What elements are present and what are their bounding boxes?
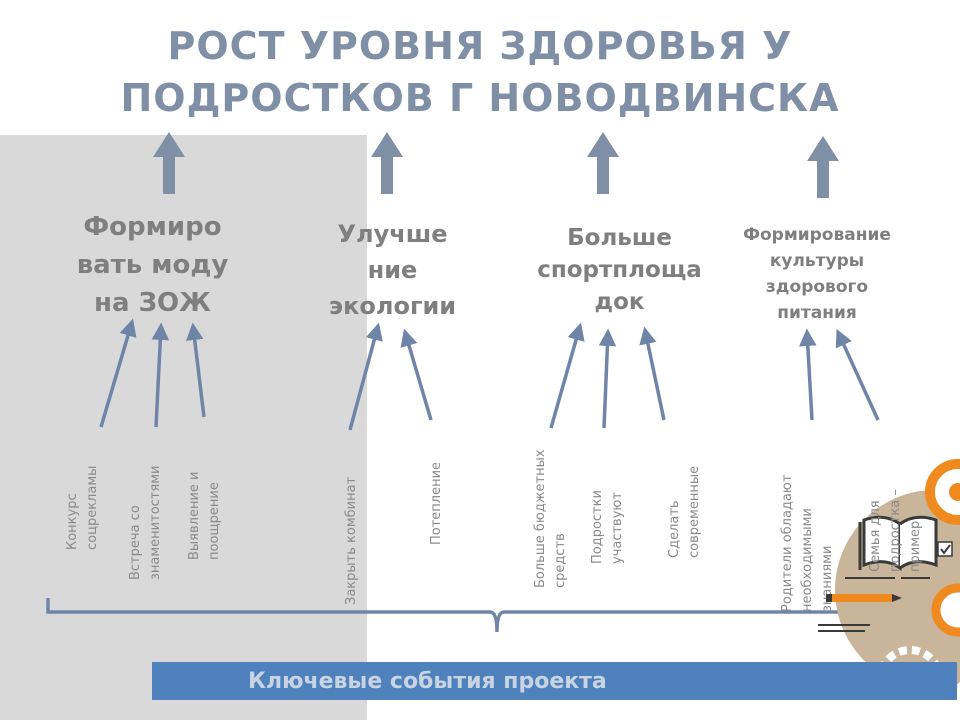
- goal-nutrition-culture: Формирование культуры здорового питания: [722, 222, 912, 326]
- connector-arrow: [598, 328, 617, 429]
- connector-arrow: [835, 328, 880, 421]
- title-line-2: ПОДРОСТКОВ Г НОВОДВИНСКА: [120, 76, 840, 120]
- connector-arrow: [400, 328, 433, 421]
- goal-sports-grounds: Больше спортплоща док: [522, 222, 717, 318]
- event-label: Выявление и поощрение: [185, 440, 225, 561]
- connector-arrow: [639, 326, 666, 421]
- connector-arrow: [151, 322, 170, 428]
- key-events-label: Ключевые события проекта: [248, 669, 607, 694]
- goal-line: Улучше: [337, 220, 448, 248]
- up-arrow-icon: [153, 132, 185, 194]
- goal-ecology: Улучше ние экологии: [305, 216, 480, 324]
- title-line-1: РОСТ УРОВНЯ ЗДОРОВЬЯ У: [167, 24, 793, 68]
- bracket: [46, 598, 957, 633]
- event-line: современные: [687, 465, 702, 558]
- goal-line: на ЗОЖ: [94, 288, 211, 318]
- check-icon: [937, 541, 953, 557]
- event-line: Семья для: [868, 500, 883, 572]
- event-line: участвуют: [610, 492, 625, 564]
- event-label: Больше бюджетных средств: [531, 428, 571, 588]
- event-line: Сделать: [667, 500, 682, 558]
- event-line: Подростки: [590, 490, 605, 564]
- goal-line: культуры: [769, 251, 865, 271]
- connector-arrow: [799, 328, 817, 421]
- event-label: Встреча со знаменитостями: [126, 440, 166, 580]
- event-line: Потепление: [429, 461, 444, 545]
- up-arrow-icon: [807, 136, 839, 198]
- goal-line: ние: [367, 256, 418, 284]
- goal-line: вать моду: [76, 250, 229, 280]
- goal-line: док: [594, 289, 645, 315]
- event-line: Больше бюджетных: [533, 449, 548, 588]
- event-line: Конкурс: [65, 493, 80, 550]
- event-line: Закрыть комбинат: [344, 476, 359, 605]
- gear-icon: [949, 483, 960, 501]
- education-illustration: [818, 459, 960, 716]
- event-line: средств: [553, 533, 568, 588]
- gray-background-panel: [0, 135, 367, 720]
- gear-icon: [925, 459, 960, 525]
- goal-line: Больше: [567, 225, 672, 251]
- up-arrow-icon: [587, 132, 619, 194]
- event-label: Сделать современные: [665, 446, 705, 558]
- gear-icon: [931, 583, 960, 637]
- event-line: Встреча со: [128, 505, 143, 580]
- event-line: Выявление и: [187, 471, 202, 561]
- connector-arrow: [348, 322, 383, 431]
- event-label: Потепление: [427, 440, 447, 545]
- pencil-icon: [826, 594, 902, 602]
- key-events-banner: [152, 662, 957, 700]
- goal-healthy-lifestyle: Формиро вать моду на ЗОЖ: [55, 208, 250, 322]
- connector-arrow: [99, 318, 137, 428]
- goal-line: питания: [777, 303, 857, 323]
- page-title: РОСТ УРОВНЯ ЗДОРОВЬЯ У ПОДРОСТКОВ Г НОВО…: [0, 20, 960, 124]
- event-line: соцрекламы: [85, 465, 100, 550]
- event-line: знаменитостями: [148, 465, 163, 580]
- goal-line: спортплоща: [537, 257, 702, 283]
- goal-line: Формиро: [83, 212, 222, 242]
- book-icon: [858, 515, 938, 571]
- event-line: подростка –: [888, 489, 903, 572]
- event-line: пример: [908, 520, 923, 572]
- event-line: поощрение: [207, 482, 222, 560]
- event-label: Закрыть комбинат: [342, 440, 362, 605]
- up-arrow-icon: [371, 132, 403, 194]
- goal-line: здорового: [765, 277, 869, 297]
- event-label: Подростки участвуют: [588, 446, 628, 564]
- goal-line: Формирование: [743, 225, 891, 245]
- connector-arrow: [549, 322, 585, 429]
- connector-arrow: [185, 322, 206, 418]
- event-label: Конкурс соцрекламы: [63, 440, 103, 550]
- goal-line: экологии: [328, 292, 457, 320]
- event-label: Семья для подростка – пример: [866, 452, 926, 572]
